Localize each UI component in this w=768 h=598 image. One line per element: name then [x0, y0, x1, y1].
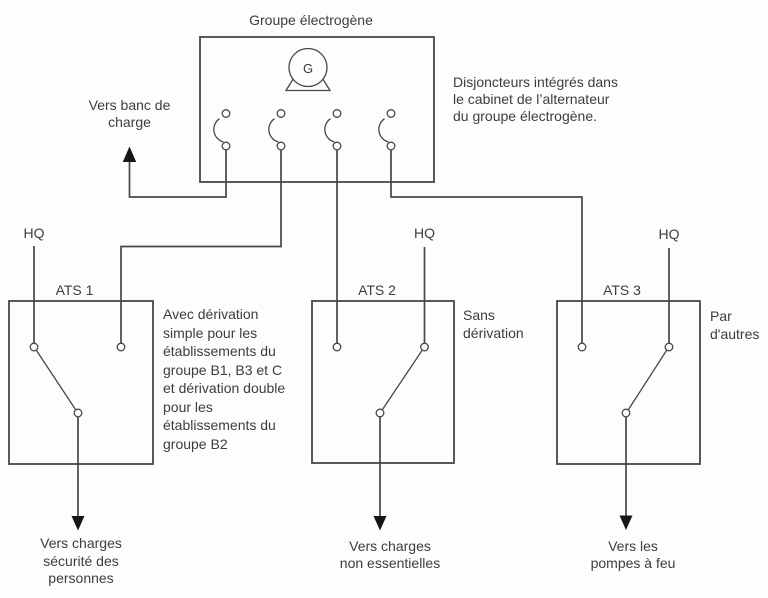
breaker-bottom-contact	[386, 141, 396, 151]
ats1-name-label: ATS 1	[55, 282, 94, 298]
ats2-switch-blade	[381, 350, 423, 410]
breaker-bottom-contact	[332, 141, 342, 151]
ats2-switch	[332, 342, 429, 531]
breaker-arc-icon	[213, 118, 224, 143]
ats1-annotation: Avec dérivation simple pour les établiss…	[163, 306, 286, 452]
ats1-switch	[29, 342, 126, 531]
ats2-gen-contact	[332, 342, 342, 352]
ats3-switch-blade	[627, 350, 668, 410]
breaker-top-contact	[221, 109, 231, 118]
wire-breaker1-to-load-bank	[128, 149, 227, 198]
ats1-switch-blade	[35, 350, 77, 410]
ats1-output-label: Vers charges sécurité des personnes	[40, 535, 122, 586]
breaker-3	[324, 109, 342, 151]
generator-symbol-icon	[288, 47, 328, 88]
ats3-annotation: Par d'autres	[710, 308, 760, 342]
ats3-box	[556, 300, 701, 465]
ats2-annotation: Sans dérivation	[463, 307, 524, 341]
ats3-switch	[577, 342, 674, 530]
breaker-top-contact	[276, 109, 286, 118]
breaker-arc-icon	[324, 118, 335, 143]
breaker-4	[378, 109, 396, 151]
ats3-hq-contact	[664, 342, 674, 352]
ats2-source-label: HQ	[414, 225, 435, 241]
ats3-source-label: HQ	[658, 226, 680, 242]
ats2-output-arrowhead-icon	[373, 516, 387, 531]
diagram-title: Groupe électrogène	[249, 12, 373, 28]
ats1-common-contact	[73, 408, 83, 418]
breaker-arc-icon	[378, 118, 389, 143]
ats1-source-label: HQ	[23, 225, 45, 241]
ats2-output-label: Vers charges non essentielles	[339, 538, 441, 571]
breaker-1	[213, 109, 231, 151]
breaker-bottom-contact	[276, 141, 286, 151]
load-bank-label: Vers banc de charge	[88, 97, 171, 130]
ats3-common-contact	[621, 408, 631, 418]
breaker-note: Disjoncteurs intégrés dans le cabinet de…	[453, 74, 618, 124]
ats2-box	[311, 300, 455, 464]
ats1-output-arrowhead-icon	[71, 516, 85, 531]
generator-letter: G	[302, 61, 314, 76]
breaker-top-contact	[332, 109, 342, 118]
wire-breaker4-to-ats3	[390, 149, 583, 344]
breaker-2	[268, 109, 286, 151]
ats1-gen-contact	[116, 342, 126, 352]
ats3-name-label: ATS 3	[603, 282, 641, 298]
load-bank-arrowhead-icon	[122, 146, 137, 162]
breaker-bottom-contact	[221, 141, 231, 151]
ats3-gen-contact	[577, 342, 587, 352]
ats1-hq-contact	[29, 342, 39, 352]
ats3-output-label: Vers les pompes à feu	[590, 538, 676, 571]
ats2-hq-contact	[420, 342, 429, 352]
wire-breaker2-to-ats1	[120, 149, 282, 344]
ats2-name-label: ATS 2	[358, 282, 396, 298]
ats2-common-contact	[375, 408, 385, 418]
breaker-top-contact	[386, 109, 396, 118]
generator-box	[199, 36, 435, 183]
ats3-output-arrowhead-icon	[619, 515, 633, 530]
breaker-arc-icon	[268, 118, 279, 143]
ats1-box	[8, 300, 154, 465]
